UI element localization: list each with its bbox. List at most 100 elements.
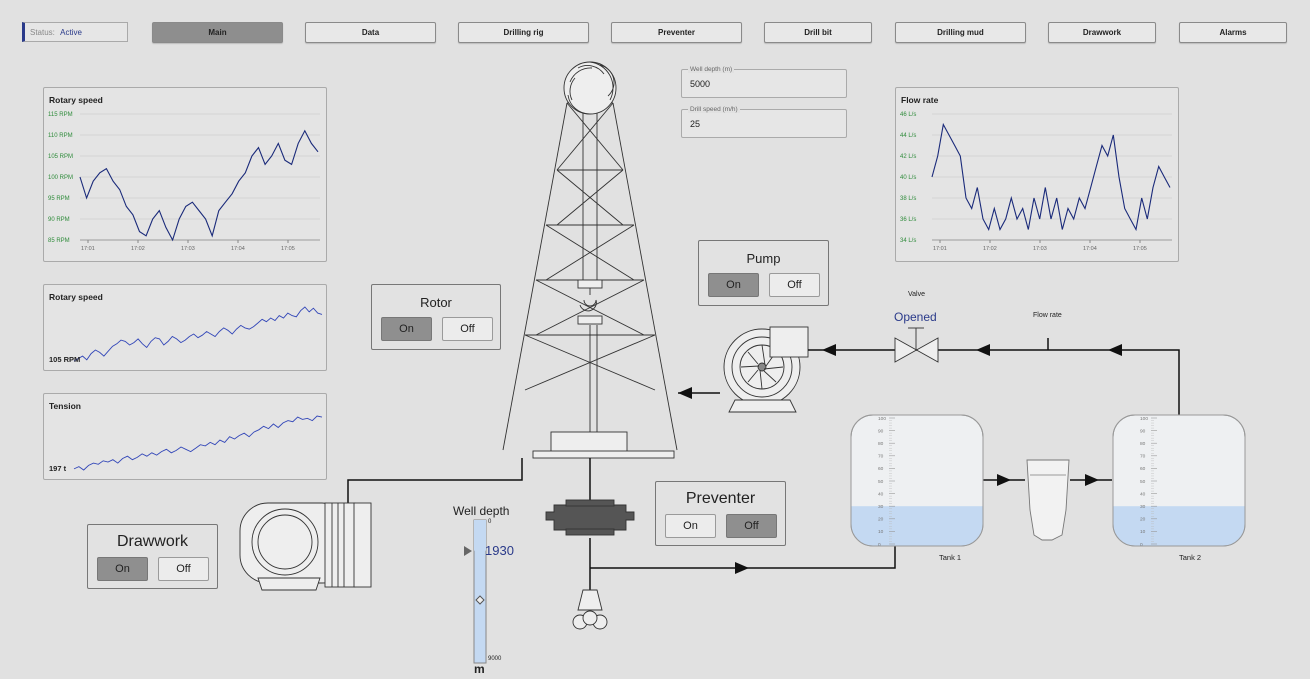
x-tick-label: 17:04 [1083,246,1097,252]
drill-bit [572,589,608,630]
tank-tick-label: 100 [1140,416,1148,422]
shaker-unit [1026,459,1070,541]
y-tick-label: 40 L/s [900,175,916,181]
tank-tick-label: 0 [878,542,881,548]
tank-tick-label: 20 [1140,517,1146,523]
drawwork-off-button[interactable]: Off [158,557,209,581]
chart-title: Rotary speed [49,95,103,105]
y-tick-label: 34 L/s [900,238,916,244]
spark-title: Rotary speed [49,292,103,302]
x-tick-label: 17:03 [1033,246,1047,252]
nav-preventer-button[interactable]: Preventer [611,22,742,43]
tank-tick-label: 80 [878,441,884,447]
tension-sparkline [73,415,323,471]
y-tick-label: 115 RPM [48,112,73,118]
series-line [79,129,319,242]
tank-tick-label: 80 [1140,441,1146,447]
tank-1-label: Tank 1 [939,553,962,562]
tank-2-label: Tank 2 [1179,553,1202,562]
y-tick-label: 100 RPM [48,175,73,181]
status-value: Active [60,28,82,37]
tension-spark-panel: Tension 197 t [43,393,327,480]
x-tick-label: 17:04 [231,246,245,252]
y-tick-label: 42 L/s [900,154,916,160]
flow-rate-label: Flow rate [1033,312,1062,319]
tank-tick-label: 40 [1140,491,1146,497]
x-tick-label: 17:05 [281,246,295,252]
tank-tick-label: 90 [1140,428,1146,434]
rotor-title: Rotor [420,295,452,310]
tank-tick-label: 20 [878,517,884,523]
pump-on-button[interactable]: On [708,273,759,297]
tank-tick-label: 70 [878,454,884,460]
nav-main-button[interactable]: Main [152,22,283,43]
drawwork-on-button[interactable]: On [97,557,148,581]
rotary-speed-spark-panel: Rotary speed 105 RPM [43,284,327,371]
nav-alarms-button[interactable]: Alarms [1179,22,1287,43]
drawwork-title: Drawwork [116,533,189,550]
sparkline-path [73,306,323,362]
y-tick-label: 38 L/s [900,196,916,202]
status-indicator: Status: Active [22,22,128,42]
tank-tick-label: 30 [1140,504,1146,510]
well-depth-unit: m [474,662,485,676]
preventer-off-button[interactable]: Off [726,514,777,538]
x-tick-label: 17:01 [933,246,947,252]
nav-data-button[interactable]: Data [305,22,436,43]
field-value: 25 [690,119,701,129]
drawwork-machine [239,502,372,591]
x-tick-label: 17:01 [81,246,95,252]
tank-tick-label: 0 [1140,542,1143,548]
tank-tick-label: 50 [1140,479,1146,485]
derrick-tower [502,102,678,459]
y-tick-label: 44 L/s [900,133,916,139]
tank-tick-label: 60 [878,466,884,472]
x-tick-label: 17:03 [181,246,195,252]
y-tick-label: 90 RPM [48,217,70,223]
blowout-preventer [545,499,635,536]
nav-drilling-mud-button[interactable]: Drilling mud [895,22,1026,43]
y-tick-label: 85 RPM [48,238,70,244]
nav-drill-bit-button[interactable]: Drill bit [764,22,872,43]
well-depth-max: 9000 [488,656,502,662]
rotor-on-button[interactable]: On [381,317,432,341]
x-tick-label: 17:02 [131,246,145,252]
flow-rate-chart-panel: Flow rate 46 L/s 44 L/s 42 L/s 40 L/s 38 L/s… [895,87,1179,262]
chart-title: Flow rate [901,95,939,105]
spark-title: Tension [49,401,81,411]
drill-speed-field[interactable]: Drill speed (m/h) 25 [681,106,847,138]
pump-title: Pump [746,251,781,266]
well-depth-value: 1930 [485,543,514,558]
field-label: Well depth (m) [688,66,735,73]
well-depth-field[interactable]: Well depth (m) 5000 [681,66,847,98]
mud-pump [723,326,809,413]
pump-off-button[interactable]: Off [769,273,820,297]
flow-rate-chart: 46 L/s 44 L/s 42 L/s 40 L/s 38 L/s 36 L/s 34 L… [900,112,1172,252]
hook [577,279,603,325]
tank-tick-label: 90 [878,428,884,434]
tank-tick-label: 50 [878,479,884,485]
x-tick-label: 17:02 [983,246,997,252]
field-value: 5000 [690,79,711,89]
nav-drawwork-button[interactable]: Drawwork [1048,22,1156,43]
x-tick-label: 17:05 [1133,246,1147,252]
nav-drilling-rig-button[interactable]: Drilling rig [458,22,589,43]
valve-state[interactable]: Opened [894,310,937,324]
tank-tick-label: 60 [1140,466,1146,472]
field-label: Drill speed (m/h) [688,106,740,113]
preventer-on-button[interactable]: On [665,514,716,538]
rotor-off-button[interactable]: Off [442,317,493,341]
y-tick-label: 46 L/s [900,112,916,118]
tank-tick-label: 30 [878,504,884,510]
tank-tick-label: 40 [878,491,884,497]
rotary-speed-sparkline [73,306,323,362]
y-tick-label: 95 RPM [48,196,70,202]
valve-label: Valve [908,291,925,298]
y-tick-label: 36 L/s [900,217,916,223]
spark-value: 197 t [49,464,67,473]
y-tick-label: 110 RPM [48,133,73,139]
status-label: Status: [30,28,55,37]
